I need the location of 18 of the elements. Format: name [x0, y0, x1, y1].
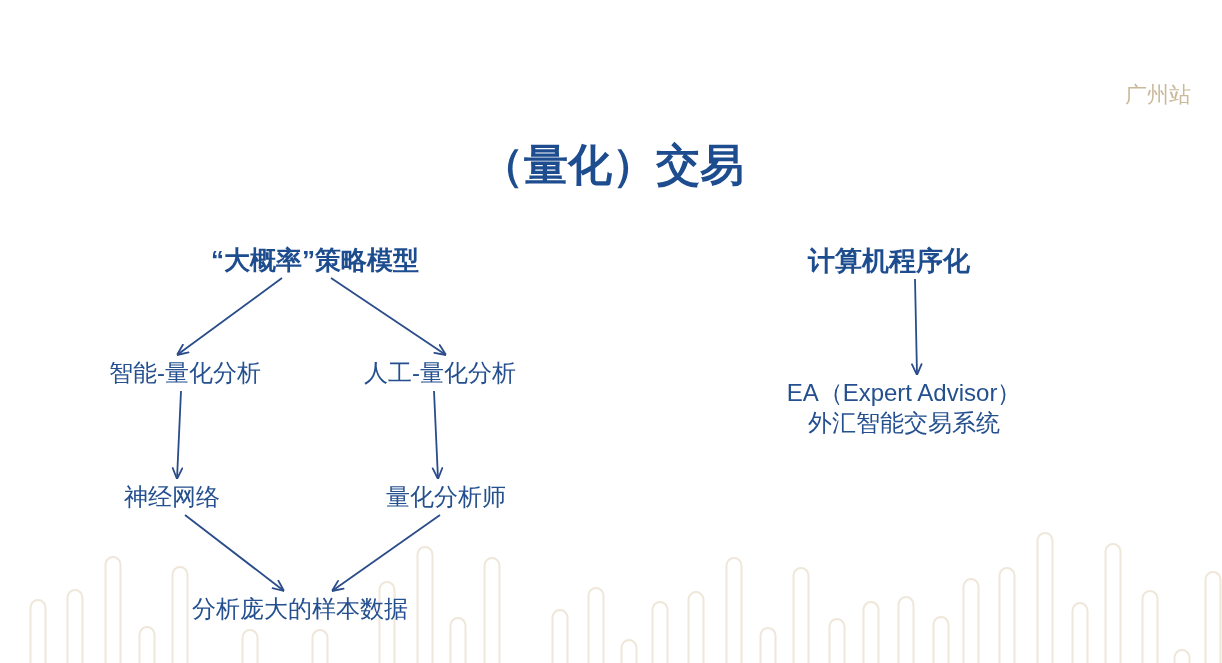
node-text: 神经网络 [124, 482, 220, 512]
node-text: EA（Expert Advisor） [786, 378, 1022, 408]
location-text: 广州站 [1125, 81, 1191, 109]
node-text: 分析庞大的样本数据 [192, 594, 408, 624]
arrow [184, 514, 285, 592]
arrow [331, 514, 441, 592]
node-text: 智能-量化分析 [109, 358, 261, 388]
node-text: 外汇智能交易系统 [807, 408, 1001, 438]
node-text: 量化分析师 [386, 482, 506, 512]
heading-text: “大概率”策略模型 [211, 245, 419, 275]
title: （量化）交易 [480, 139, 744, 191]
arrow [330, 277, 447, 356]
heading-text: 计算机程序化 [808, 246, 970, 276]
node-text: 人工-量化分析 [364, 358, 516, 388]
arrow [911, 278, 923, 376]
arrow [431, 390, 444, 480]
arrow [171, 390, 184, 480]
arrow [176, 277, 283, 356]
